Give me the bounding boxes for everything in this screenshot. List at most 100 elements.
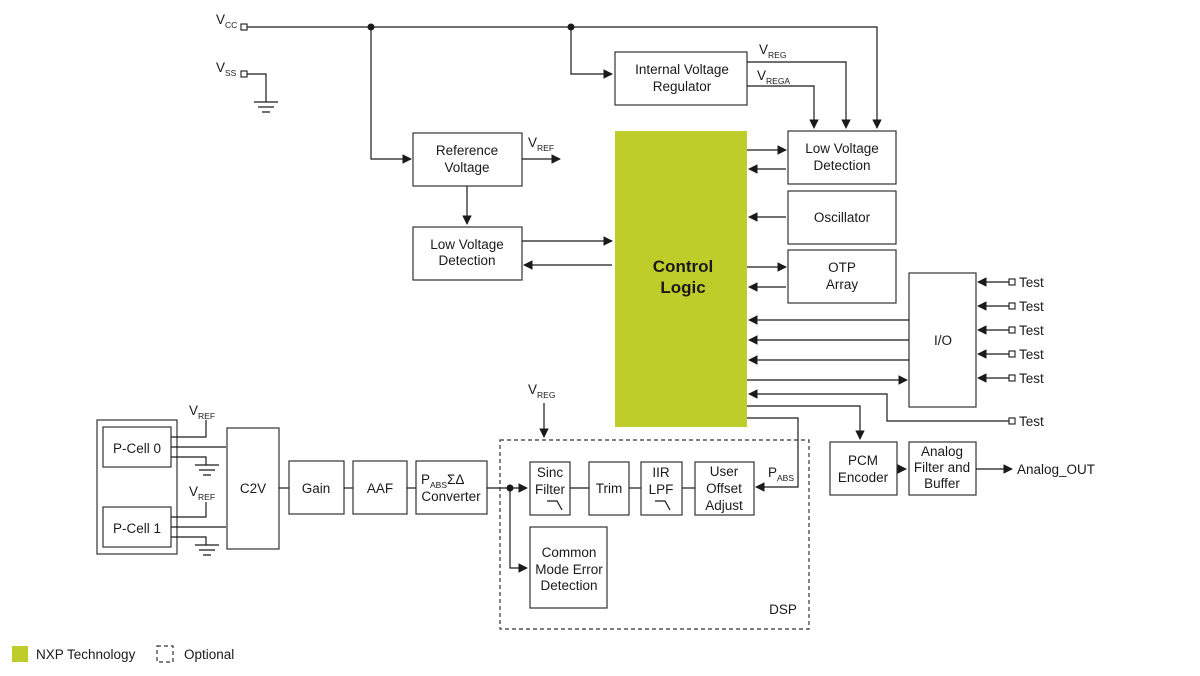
vreg-lines: VREG VREGA [747,42,851,129]
svg-text:LPF: LPF [649,482,674,497]
svg-text:Test: Test [1019,275,1044,290]
vcc-bus [247,23,882,164]
svg-text:Common: Common [542,545,597,560]
svg-text:Adjust: Adjust [705,498,743,513]
vcc-label: VCC [216,12,237,30]
svg-text:OTP: OTP [828,260,856,275]
svg-text:Filter: Filter [535,482,566,497]
vref-label: VREF [528,135,554,153]
pcell1-wiring: VREF [171,484,226,556]
svg-text:Control: Control [653,257,713,276]
pcell-package: P-Cell 0 P-Cell 1 [96,419,178,555]
svg-text:Detection: Detection [813,158,870,173]
svg-text:Test: Test [1019,414,1044,429]
otp-arrows [747,262,787,292]
svg-text:Converter: Converter [421,489,481,504]
dsp-optional-region: DSP [499,439,810,630]
test-pin: Test [977,323,1044,338]
io-to-control-arrows [747,315,909,385]
svg-text:Internal Voltage: Internal Voltage [635,62,729,77]
vss-label: VSS [216,60,237,78]
io-block: I/O [908,272,977,408]
pcell0-wiring: VREF [171,403,226,476]
test-pin: Test [977,275,1044,290]
legend: NXP Technology Optional [12,645,234,663]
svg-text:Buffer: Buffer [924,476,960,491]
ground-icon [247,73,278,113]
test-pin: Test [748,389,1044,429]
svg-text:Test: Test [1019,371,1044,386]
low-voltage-detection-right-block: Low Voltage Detection [787,130,897,185]
svg-text:I/O: I/O [934,333,952,348]
vref-output: VREF [462,135,561,225]
lowpass-icon [547,500,563,511]
vcc-pin: VCC [216,12,248,31]
svg-text:P-Cell 0: P-Cell 0 [113,441,161,456]
sinc-filter-block: Sinc Filter [529,461,571,516]
analog-filter-buffer-block: Analog Filter and Buffer [908,441,977,496]
test-pin: Test [977,371,1044,386]
reference-voltage-block: Reference Voltage [412,132,523,187]
vref-label: VREF [189,403,215,421]
pabs-arrow [747,417,799,492]
legend-optional-label: Optional [184,647,234,662]
legend-nxp-swatch [12,646,28,662]
vref-label: VREF [189,484,215,502]
svg-text:C2V: C2V [240,481,266,496]
svg-text:Detection: Detection [540,578,597,593]
analog-out-label: Analog_OUT [1017,462,1095,477]
internal-voltage-regulator-block: Internal Voltage Regulator [614,51,748,106]
svg-text:Test: Test [1019,323,1044,338]
svg-text:Test: Test [1019,347,1044,362]
svg-text:Sinc: Sinc [537,465,564,480]
lowpass-icon [655,500,671,511]
iir-lpf-block: IIR LPF [640,461,683,516]
gain-block: Gain [288,460,345,515]
test-pins: Test Test Test Test Test Test [748,275,1044,429]
svg-text:Low Voltage: Low Voltage [430,237,504,252]
svg-text:Voltage: Voltage [444,160,489,175]
oscillator-block: Oscillator [787,190,897,245]
svg-text:Regulator: Regulator [653,79,712,94]
svg-text:Reference: Reference [436,143,498,158]
converter-output [487,483,528,573]
lvd-left-arrows [522,236,613,270]
svg-text:AAF: AAF [367,481,393,496]
svg-text:IIR: IIR [652,465,670,480]
svg-text:Trim: Trim [596,481,623,496]
control-logic-block: Control Logic [615,131,747,427]
pabs-label: PABS [768,465,794,483]
user-offset-adjust-block: User Offset Adjust [694,461,755,516]
svg-text:Filter and: Filter and [914,460,970,475]
vreg-label: VREG [759,42,786,60]
svg-text:PABSΣΔ: PABSΣΔ [421,472,464,490]
svg-text:Encoder: Encoder [838,470,889,485]
svg-text:Offset: Offset [706,481,742,496]
c2v-block: C2V [226,427,280,550]
control-to-pcm-arrow [747,405,865,440]
svg-text:Logic: Logic [660,278,705,297]
legend-nxp-label: NXP Technology [36,647,136,662]
svg-text:Test: Test [1019,299,1044,314]
trim-block: Trim [588,461,630,516]
vreg-to-dsp: VREG [528,382,555,438]
vss-pin: VSS [216,60,248,78]
common-mode-error-detection-block: Common Mode Error Detection [529,526,608,609]
svg-text:PCM: PCM [848,453,878,468]
svg-text:Mode Error: Mode Error [535,562,603,577]
svg-text:Analog: Analog [921,444,963,459]
svg-text:Array: Array [826,277,859,292]
pcm-encoder-block: PCM Encoder [829,441,898,496]
vrega-label: VREGA [757,68,790,86]
aaf-block: AAF [352,460,408,515]
svg-text:P-Cell 1: P-Cell 1 [113,521,161,536]
test-pin: Test [977,299,1044,314]
legend-optional-swatch [156,645,174,663]
vreg-label: VREG [528,382,555,400]
dsp-label: DSP [769,602,797,617]
svg-text:Gain: Gain [302,481,331,496]
otp-array-block: OTP Array [787,249,897,304]
low-voltage-detection-left-block: Low Voltage Detection [412,226,523,281]
lvd-right-arrows [747,145,787,174]
